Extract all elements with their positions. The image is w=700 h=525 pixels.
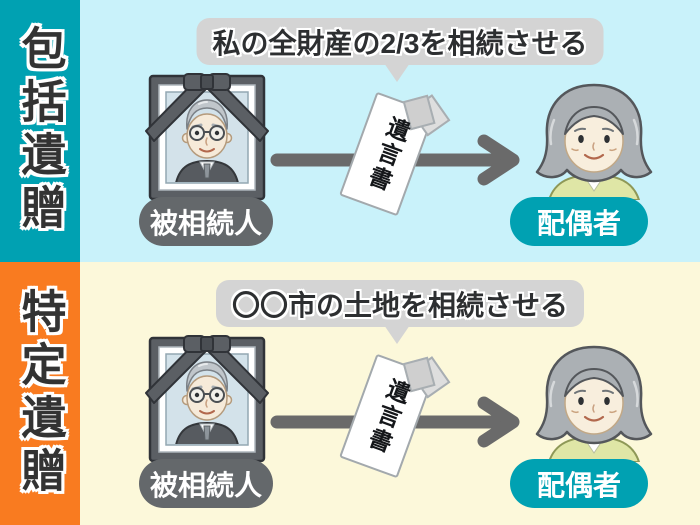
memorial-portrait-icon [140,72,274,204]
category-sidebar: 包括遺贈 [0,0,80,262]
deceased-badge: 被相続人 [139,197,273,246]
elderly-woman-icon [535,345,653,462]
will-document-label: 遺言書 [361,113,414,196]
spouse-badge: 配偶者 [510,459,648,508]
will-document-label: 遺言書 [361,375,414,458]
elderly-woman-icon [535,83,653,200]
speech-bubble-tail [384,63,410,82]
section-content: 私の全財産の2/3を相続させる 遺言書 被相続人 配偶者 [80,0,700,262]
speech-bubble: 〇〇市の土地を相続させる [215,280,585,327]
category-label: 包括遺贈 [14,25,66,237]
category-label: 特定遺贈 [14,287,66,500]
speech-bubble-tail [384,325,410,344]
spouse-badge: 配偶者 [510,197,648,246]
deceased-badge: 被相続人 [139,459,273,508]
section-content: 〇〇市の土地を相続させる 遺言書 被相続人 配偶者 [80,262,700,525]
section-comprehensive-bequest: 包括遺贈 私の全財産の2/3を相続させる 遺言書 被相続人 配偶者 [0,0,700,262]
section-specific-bequest: 特定遺贈 〇〇市の土地を相続させる 遺言書 被相続人 配偶者 [0,262,700,525]
memorial-portrait-icon [140,334,274,466]
speech-bubble: 私の全財産の2/3を相続させる [196,18,604,65]
category-sidebar: 特定遺贈 [0,262,80,525]
